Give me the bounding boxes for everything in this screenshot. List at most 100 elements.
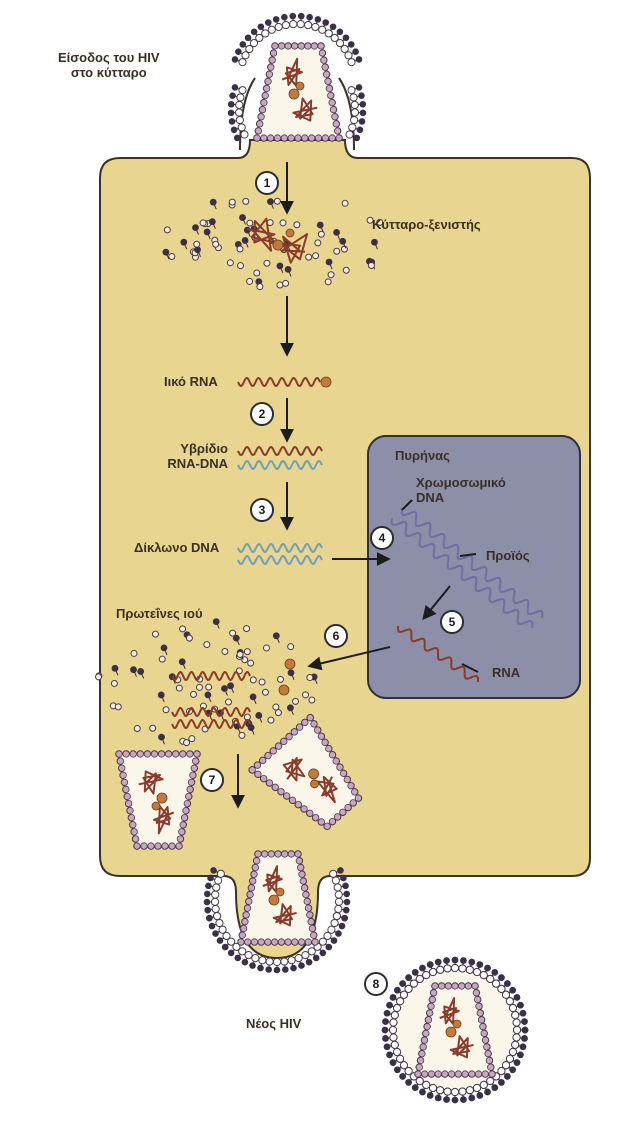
lipid-particle — [366, 216, 374, 224]
capsid-bead — [264, 752, 272, 760]
capsid-bead — [314, 726, 322, 734]
step-4-marker: 4 — [370, 526, 394, 550]
capsid-bead — [472, 989, 480, 997]
capsid-bead — [246, 891, 254, 899]
lipid-particle — [236, 245, 244, 253]
envelope-bead — [458, 1087, 467, 1096]
envelope-spike-head — [426, 1092, 434, 1099]
core-protein — [288, 88, 300, 100]
envelope-bead — [415, 974, 424, 984]
capsid-bead — [298, 870, 306, 878]
capsid-bead — [306, 911, 314, 919]
protein-particle — [227, 682, 234, 690]
capsid-bead — [185, 792, 193, 801]
capsid-bead — [325, 84, 333, 93]
lipid-particle — [130, 649, 138, 657]
envelope-spike-head — [298, 962, 305, 969]
capsid-bead — [253, 761, 262, 769]
capsid-bead — [179, 821, 187, 829]
envelope-spike-head — [389, 994, 397, 1001]
envelope-spike-head — [343, 890, 351, 898]
envelope-bead — [479, 971, 488, 980]
envelope-spike-head — [319, 949, 327, 957]
envelope-bead — [245, 44, 254, 54]
uncoating-particle-cloud — [162, 197, 384, 291]
capsid-bead — [176, 835, 184, 843]
envelope-bead — [350, 115, 359, 125]
capsid-bead — [310, 931, 318, 939]
capsid-bead — [297, 863, 305, 872]
lipid-particle — [193, 240, 201, 248]
capsid-bead — [119, 771, 127, 779]
envelope-spike-head — [434, 1094, 442, 1102]
lipid-particle — [228, 198, 236, 206]
capsid-bead — [192, 757, 200, 765]
capsid-bead — [421, 1070, 429, 1078]
capsid-bead — [140, 842, 148, 850]
envelope-bead — [211, 904, 220, 914]
envelope-spike-head — [353, 134, 361, 142]
capsid-bead — [301, 134, 309, 142]
protein-stem — [269, 201, 274, 209]
envelope-bead — [486, 1076, 495, 1086]
envelope-bead — [334, 897, 344, 906]
capsid-bead — [186, 750, 194, 758]
protein-stem — [114, 668, 119, 676]
host-cell — [99, 139, 591, 960]
envelope-bead — [301, 951, 310, 960]
envelope-bead — [396, 997, 405, 1006]
envelope-spike-head — [342, 882, 349, 890]
capsid-bead — [259, 756, 267, 765]
capsid-bead — [418, 1050, 426, 1058]
capsid-bead — [287, 134, 295, 142]
envelope-bead — [236, 93, 245, 102]
envelope-bead — [443, 964, 452, 973]
envelope-bead — [508, 1047, 518, 1057]
envelope-spike-head — [504, 980, 511, 987]
capsid-bead — [317, 42, 325, 50]
envelope-spike-head — [229, 92, 236, 100]
lipid-particle — [199, 219, 207, 227]
capsid-bead — [264, 77, 272, 85]
capsid-bead — [244, 938, 252, 946]
envelope-bead — [511, 1011, 520, 1020]
envelope-spike-head — [504, 1073, 511, 1080]
capsid-bead — [180, 814, 189, 822]
envelope-outline — [338, 77, 355, 151]
envelope-spike-head — [382, 1035, 389, 1042]
envelope-spike-head — [411, 1084, 419, 1091]
envelope-spike-head — [212, 930, 219, 937]
envelope-bead — [472, 1083, 482, 1093]
lipid-particle — [149, 724, 157, 732]
envelope-spike-head — [498, 1079, 505, 1086]
capsid-bead — [136, 750, 144, 758]
capsid-bead — [317, 732, 325, 740]
capsid-bead — [280, 737, 288, 746]
envelope-spike-head — [513, 1059, 521, 1066]
envelope-bead — [465, 965, 474, 974]
capsid-bead — [129, 821, 137, 829]
protein-particle — [204, 691, 212, 699]
capsid-bead — [307, 918, 315, 926]
capsid-bead — [448, 1070, 456, 1078]
label-host-cell: Κύτταρο-ξενιστής — [372, 217, 481, 232]
capsid-bead — [420, 1036, 429, 1044]
capsid-bead — [261, 91, 269, 100]
envelope-bead — [215, 918, 224, 928]
capsid-bead — [274, 850, 282, 858]
rna-coil — [439, 997, 460, 1025]
lipid-particle — [236, 651, 244, 659]
lipid-particle — [287, 643, 295, 651]
core-protein — [272, 239, 284, 251]
capsid-bead — [240, 924, 248, 933]
envelope-spike-head — [281, 13, 288, 21]
label-provirus: Προϊός — [486, 548, 530, 563]
entering-hiv-virion — [227, 12, 367, 151]
capsid-bead — [344, 803, 352, 812]
capsid-bead — [325, 745, 333, 753]
capsid-bead — [125, 799, 133, 808]
lipid-particle — [95, 673, 103, 681]
lipid-particle — [253, 269, 261, 277]
capsid-bead — [301, 718, 309, 727]
capsid-bead — [474, 1070, 483, 1078]
